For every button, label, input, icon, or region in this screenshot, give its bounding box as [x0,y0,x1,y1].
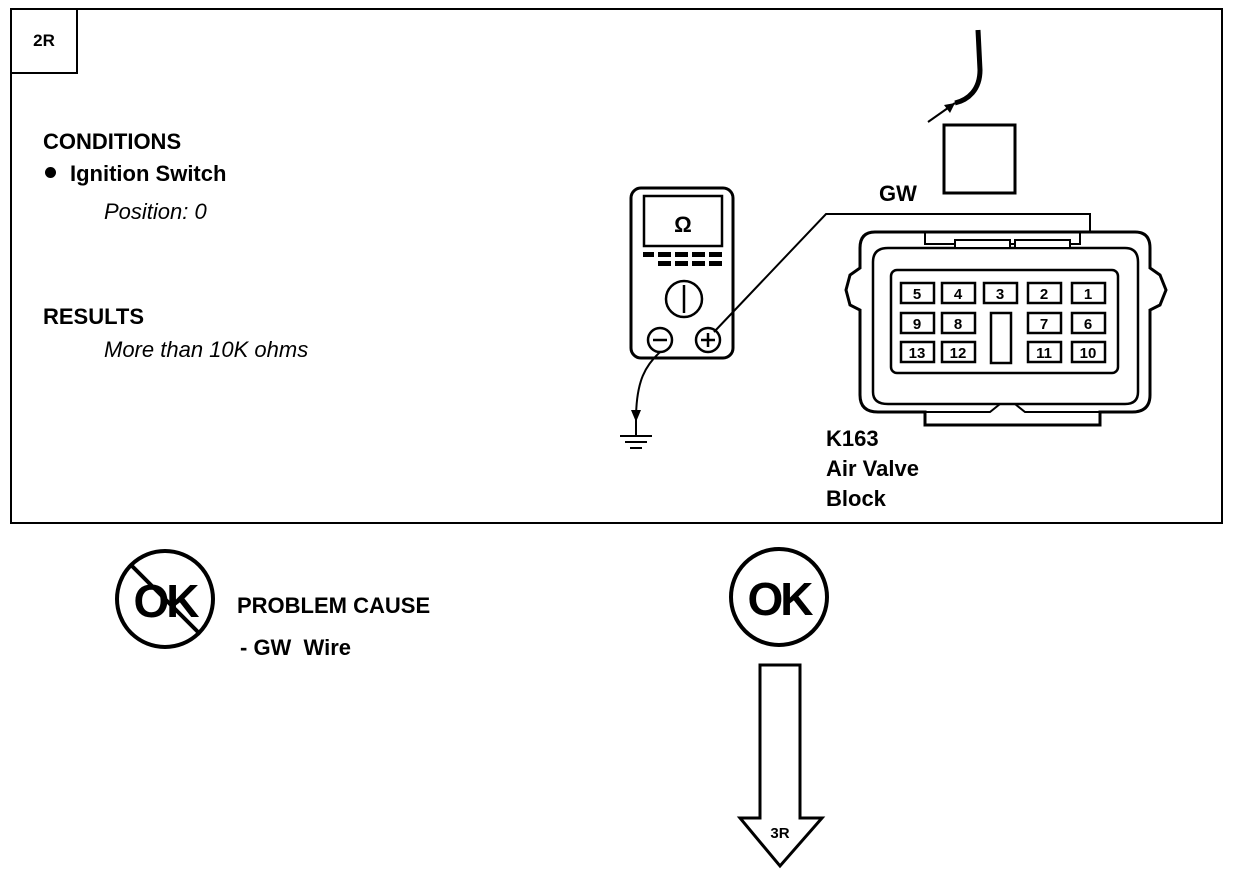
meter-keypad [643,252,722,266]
pin-5: 5 [913,286,921,303]
harness-wire [954,29,983,106]
not-ok-badge: OK [115,549,215,649]
pin-10: 10 [1080,345,1097,362]
test-step-panel: 2R [10,8,1223,524]
next-step-arrow: 3R [736,663,826,869]
pin-8: 8 [954,316,962,333]
connector-k163: 5 4 3 2 1 9 8 7 6 13 12 11 10 [844,230,1168,427]
pin-6: 6 [1084,316,1092,333]
bullet-icon [45,167,56,178]
ground-icon [620,420,652,449]
results-heading: RESULTS [43,304,145,329]
pin-4: 4 [954,286,963,303]
pin-12: 12 [950,345,967,362]
ground-lead [635,351,661,421]
ok-label: OK [748,573,814,625]
condition-item: Ignition Switch [45,161,226,187]
slash-icon [129,563,201,635]
condition-label: Ignition Switch [70,161,227,186]
conditions-heading: CONDITIONS [43,129,182,154]
problem-cause-detail: - GW Wire [240,635,351,660]
mating-connector [942,123,1017,195]
ok-badge: OK [729,547,829,647]
ohm-symbol: Ω [674,212,692,237]
pin-9: 9 [913,316,921,333]
wire-label: GW [879,181,917,206]
pin-11: 11 [1036,345,1052,362]
pin-1: 1 [1084,286,1092,303]
connector-id: K163 [826,426,879,451]
step-tag: 2R [12,10,78,74]
condition-detail: Position: 0 [104,199,207,224]
problem-cause-title: PROBLEM CAUSE [237,593,430,618]
connector-name-line2: Block [826,486,887,511]
pin-2: 2 [1040,286,1048,303]
pin-3: 3 [996,286,1004,303]
pin-7: 7 [1040,316,1048,333]
connector-name-line1: Air Valve [826,456,919,481]
pin-13: 13 [909,345,926,362]
results-value: More than 10K ohms [104,337,309,362]
multimeter: Ω [629,186,735,360]
next-step-label: 3R [770,825,789,842]
